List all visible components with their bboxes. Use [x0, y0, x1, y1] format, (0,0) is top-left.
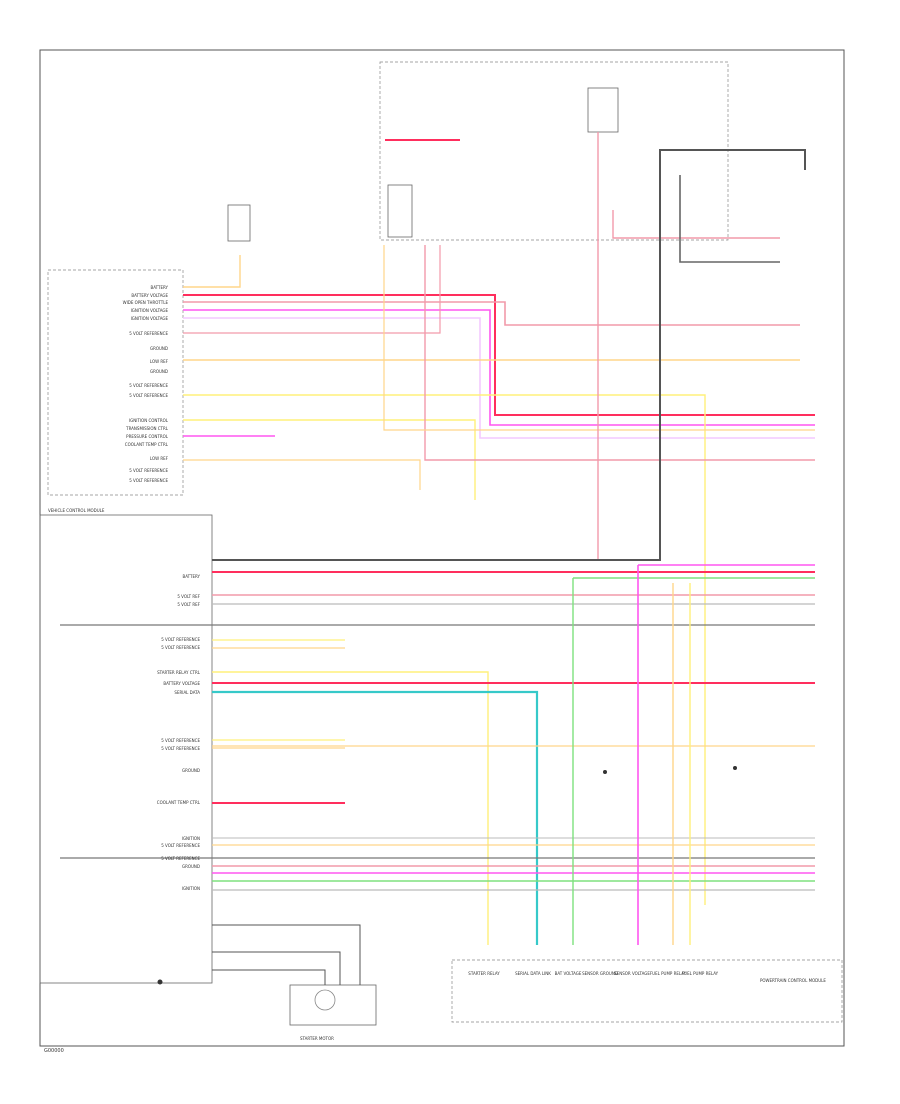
- ground-wire: [679, 175, 780, 263]
- pin-label-2: LOW REF: [150, 456, 169, 461]
- ecm-pin-label: 5 VOLT REFERENCE: [161, 843, 200, 848]
- ecm-pin-label: 5 VOLT REFERENCE: [161, 856, 200, 861]
- pin-label-2: 5 VOLT REFERENCE: [129, 468, 168, 473]
- bottom-module-group: [451, 959, 843, 1023]
- ecm-pin-label: 5 VOLT REFERENCE: [161, 645, 200, 650]
- connector-title: STARTER MOTOR: [300, 1036, 334, 1041]
- starter-motor-box: [289, 984, 377, 1026]
- bottom-label: SERIAL DATA LINK: [515, 971, 551, 976]
- ecm-pin-label: IGNITION: [182, 886, 200, 891]
- ecm-pin-label: GROUND: [182, 864, 200, 869]
- pin-label: BATTERY VOLTAGE: [131, 293, 168, 298]
- pin-label-2: TRANSMISSION CTRL: [125, 426, 169, 431]
- ground-point-icon: [157, 979, 163, 985]
- ecm-block: [39, 514, 213, 984]
- bottom-label: FUEL PUMP RELAY: [650, 971, 687, 976]
- diagram-frame: [39, 49, 845, 1047]
- label-layer: BATTERY BATTERY VOLTAGE WIDE OPEN THROTTLE…: [123, 285, 719, 976]
- bottom-label: SENSOR VOLTAGE: [614, 971, 650, 976]
- pin-label: 5 VOLT REFERENCE: [129, 331, 168, 336]
- pin-label: GROUND: [150, 346, 168, 351]
- pin-label: WIDE OPEN THROTTLE: [123, 300, 169, 305]
- ecm-pin-label: 5 VOLT REF: [177, 594, 200, 599]
- bottom-label: STARTER RELAY: [468, 971, 500, 976]
- bottom-label: SENSOR GROUND: [582, 971, 618, 976]
- pcm-title: POWERTRAIN CONTROL MODULE: [760, 978, 826, 983]
- ecm-pin-label: BATTERY: [183, 574, 201, 579]
- pin-label-2: IGNITION CONTROL: [129, 418, 169, 423]
- ecm-pin-label: 5 VOLT REFERENCE: [161, 746, 200, 751]
- relay-box-mid: [387, 184, 413, 238]
- top-wire-group: [183, 132, 815, 905]
- pin-label: IGNITION VOLTAGE: [131, 316, 169, 321]
- bottom-label: FUEL PUMP RELAY: [682, 971, 719, 976]
- ecm-wire-group: [60, 149, 815, 985]
- ecm-pin-label: SERIAL DATA: [174, 690, 200, 695]
- pin-label: BATTERY: [151, 285, 169, 290]
- ecm-pin-label: 5 VOLT REF: [177, 602, 200, 607]
- footer-code: G00000: [44, 1048, 64, 1054]
- bottom-label: BAT VOLTAGE: [555, 971, 582, 976]
- ecm-pin-label: STARTER RELAY CTRL: [157, 670, 201, 675]
- ecm-pin-label: IGNITION: [182, 836, 200, 841]
- ecm-pin-label: 5 VOLT REFERENCE: [161, 637, 200, 642]
- fuse-box: [587, 87, 619, 133]
- pin-label: GROUND: [150, 369, 168, 374]
- splice-icon-2: [603, 770, 607, 774]
- ecm-pin-label: BATTERY VOLTAGE: [163, 681, 200, 686]
- ecm-pin-label: GROUND: [182, 768, 200, 773]
- pin-label: IGNITION VOLTAGE: [131, 308, 169, 313]
- pin-label-2: COOLANT TEMP CTRL: [125, 442, 169, 447]
- starter-motor-icon: [314, 989, 336, 1011]
- ecm-title: VEHICLE CONTROL MODULE: [48, 508, 105, 513]
- pin-label-2: 5 VOLT REFERENCE: [129, 478, 168, 483]
- pin-label-2: PRESSURE CONTROL: [126, 434, 169, 439]
- splice-icon: [733, 766, 737, 770]
- relay-box-left: [227, 204, 251, 242]
- pin-label: LOW REF: [150, 359, 169, 364]
- ecm-pin-label: COOLANT TEMP CTRL: [157, 800, 201, 805]
- pin-label: 5 VOLT REFERENCE: [129, 383, 168, 388]
- ecm-pin-label: 5 VOLT REFERENCE: [161, 738, 200, 743]
- pcm-connector-block: [47, 269, 184, 496]
- pin-label: 5 VOLT REFERENCE: [129, 393, 168, 398]
